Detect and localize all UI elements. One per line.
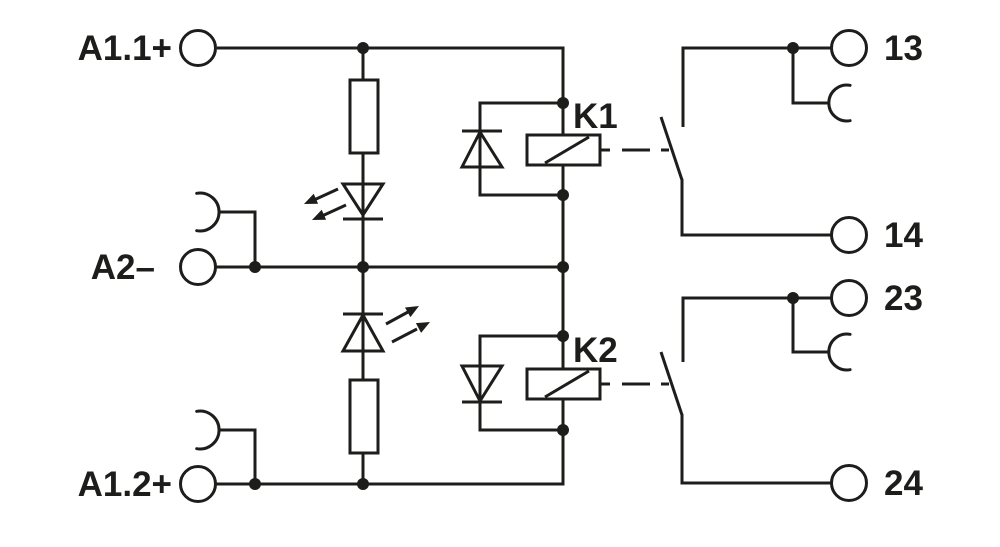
junction-dot [357, 478, 369, 490]
light-arrow-head [304, 193, 319, 204]
suppressor-diode-k1 [459, 101, 563, 197]
terminal-14-label: 14 [884, 216, 923, 255]
light-arrow-shaft [391, 327, 418, 344]
diode-triangle-k1 [459, 128, 505, 169]
terminal-23-circle [830, 279, 868, 317]
contact-circuit-k2: 23 24 [659, 279, 923, 503]
junction-dot [249, 478, 261, 490]
light-arrow-shaft [321, 203, 347, 218]
junction-dot [557, 261, 569, 273]
terminal-13-label: 13 [884, 29, 923, 68]
coil-diagonal-k1 [544, 135, 590, 165]
terminal-23-label: 23 [884, 279, 923, 318]
junction-dots [249, 42, 799, 490]
relay-k2-label: K2 [573, 331, 618, 370]
junction-dot [557, 97, 569, 109]
diode-triangle-k2 [459, 364, 505, 405]
terminal-a2-circle [179, 248, 217, 286]
junction-dot [249, 261, 261, 273]
light-arrow-shaft [313, 187, 339, 202]
light-arrow-head [415, 322, 430, 333]
relay-k1-label: K1 [573, 97, 618, 136]
suppressor-diode-k2 [459, 334, 563, 432]
terminal-24-circle [830, 464, 868, 502]
relay-coil-k2: K2 [525, 331, 618, 401]
led-triangle-ch1 [340, 182, 386, 218]
contact-wire-bottom-k2 [680, 414, 831, 485]
junction-dot [787, 292, 799, 304]
clip-wire-13 [791, 48, 829, 105]
plug-contact-clip-13 [827, 83, 852, 123]
led-triangle-ch2 [340, 311, 386, 353]
contact-wire-top-k1 [681, 46, 831, 127]
diode-branch-wire-k1 [478, 101, 563, 197]
coil-box-k2 [525, 367, 602, 401]
terminal-a11-circle [179, 29, 217, 67]
contact-wire-top-k2 [681, 296, 831, 362]
junction-dot [557, 424, 569, 436]
led-symbol-ch2 [340, 306, 430, 353]
resistor-symbol-ch2 [348, 378, 380, 455]
no-contact-blade-k2 [659, 351, 684, 416]
terminal-a12-label: A1.2+ [78, 465, 172, 504]
clip-wire-a12 [219, 428, 257, 484]
coil-box-k1 [525, 133, 602, 167]
junction-dot [357, 42, 369, 54]
terminal-13-circle [830, 29, 868, 67]
plug-contact-clip-a12 [195, 409, 221, 451]
light-arrow-head [405, 306, 419, 318]
coil-diagonal-k2 [544, 369, 590, 399]
terminal-a11-label: A1.1+ [78, 29, 172, 68]
led-symbol-ch1 [304, 182, 386, 221]
junction-dot [787, 42, 799, 54]
light-arrow-head [312, 209, 327, 220]
resistor-symbol-ch1 [348, 78, 380, 155]
no-contact-blade-k1 [659, 116, 684, 181]
junction-dot [357, 261, 369, 273]
plug-contact-clip-a2 [195, 191, 221, 233]
junction-dot [557, 330, 569, 342]
contact-circuit-k1: 13 14 [659, 29, 923, 255]
plug-contact-clip-23 [827, 332, 852, 372]
terminal-a12-circle [179, 465, 217, 503]
clip-wire-a2 [219, 210, 257, 267]
terminal-a2-label: A2– [91, 248, 155, 287]
clip-wire-23 [791, 298, 829, 354]
terminal-24-label: 24 [884, 464, 923, 503]
terminal-14-circle [830, 216, 868, 254]
light-arrow-shaft [385, 310, 409, 326]
contact-wire-bottom-k1 [680, 179, 831, 237]
junction-dot [557, 189, 569, 201]
diode-branch-wire-k2 [478, 334, 563, 432]
coil-circuit: A1.1+ A2– A1.2+ [78, 29, 669, 504]
relay-coil-k1: K1 [525, 97, 618, 167]
